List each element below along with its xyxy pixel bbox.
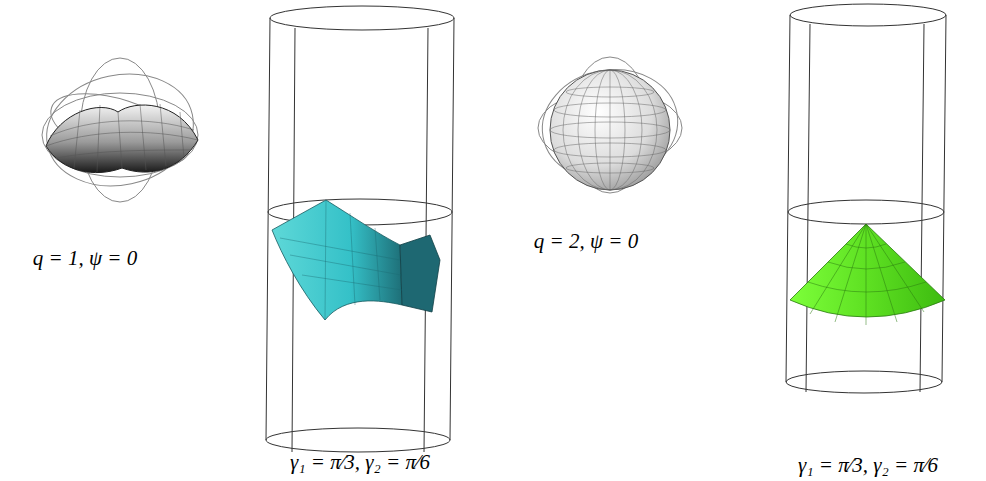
peanut-grid <box>46 104 198 172</box>
formula-label: q = 2, ψ = 0 <box>534 229 638 254</box>
peanut-body <box>46 105 198 173</box>
formula-label: γ₁ = π⁄3, γ₂ = π⁄6 <box>798 453 938 478</box>
sphere <box>550 70 670 190</box>
peanut-surface <box>36 58 204 202</box>
cone-grid <box>808 224 926 325</box>
cyan-grid <box>280 200 402 320</box>
sphere-frame <box>533 57 686 193</box>
formula-label: γ₁ = π⁄3, γ₂ = π⁄6 <box>290 450 430 475</box>
cylinder-frame <box>266 6 454 452</box>
cyan-surface <box>272 200 402 320</box>
green-cone <box>790 224 945 317</box>
cyan-surface-shadow <box>400 235 440 312</box>
cylinder-frame <box>786 4 946 393</box>
sphere-grid <box>550 70 670 190</box>
formula-label: q = 1, ψ = 0 <box>33 246 137 271</box>
